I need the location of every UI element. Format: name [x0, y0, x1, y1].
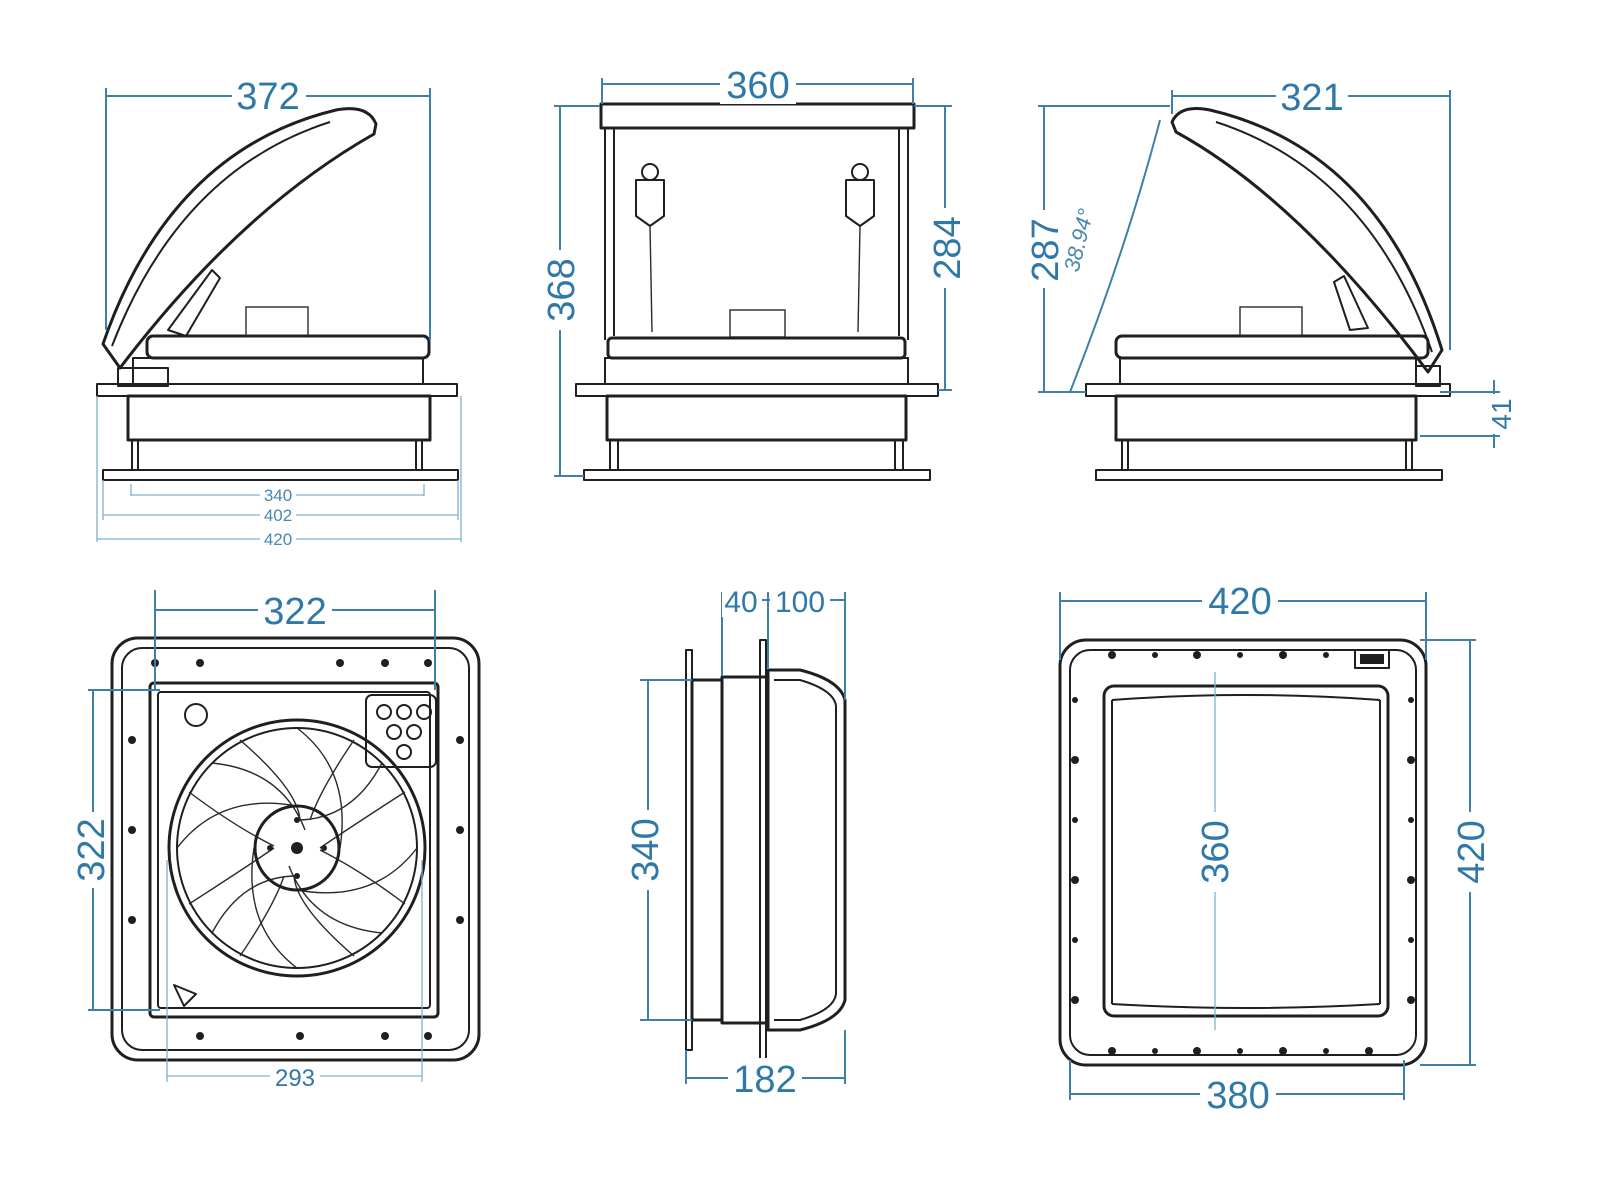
dim-40: 40 [724, 586, 757, 619]
dim-322-left: 322 [71, 818, 113, 881]
top-view: 420 360 420 380 [1058, 580, 1493, 1117]
dim-368: 368 [541, 258, 583, 321]
dim-360-front: 360 [726, 65, 789, 107]
dim-293: 293 [275, 1065, 315, 1092]
mounting-holes [128, 659, 464, 1040]
mounting-holes-top [1071, 651, 1415, 1055]
dim-182: 182 [733, 1059, 796, 1101]
dim-340-small: 340 [264, 486, 292, 505]
dim-380: 380 [1206, 1075, 1269, 1117]
fan-blades [167, 718, 427, 978]
side-view-right: 321 287 38.94° 41 [1025, 76, 1517, 481]
dim-100: 100 [775, 586, 825, 619]
dim-372: 372 [236, 76, 299, 118]
front-view: 360 368 284 [540, 64, 969, 481]
dim-284: 284 [927, 216, 969, 279]
side-view-left: 372 340 402 420 [96, 76, 462, 549]
fan-view: 322 322 293 [71, 590, 481, 1092]
dim-322-top: 322 [263, 591, 326, 633]
dim-420-top: 420 [1208, 581, 1271, 623]
dim-321: 321 [1280, 77, 1343, 119]
dim-360-center: 360 [1195, 820, 1237, 883]
dim-340: 340 [625, 818, 667, 881]
section-view: 40 100 340 182 [625, 585, 847, 1101]
control-buttons [365, 694, 437, 768]
dim-41: 41 [1486, 398, 1517, 429]
dim-287: 287 [1025, 218, 1067, 281]
dim-402: 402 [264, 506, 292, 525]
dim-420-small: 420 [264, 530, 292, 549]
dim-420-right: 420 [1451, 820, 1493, 883]
